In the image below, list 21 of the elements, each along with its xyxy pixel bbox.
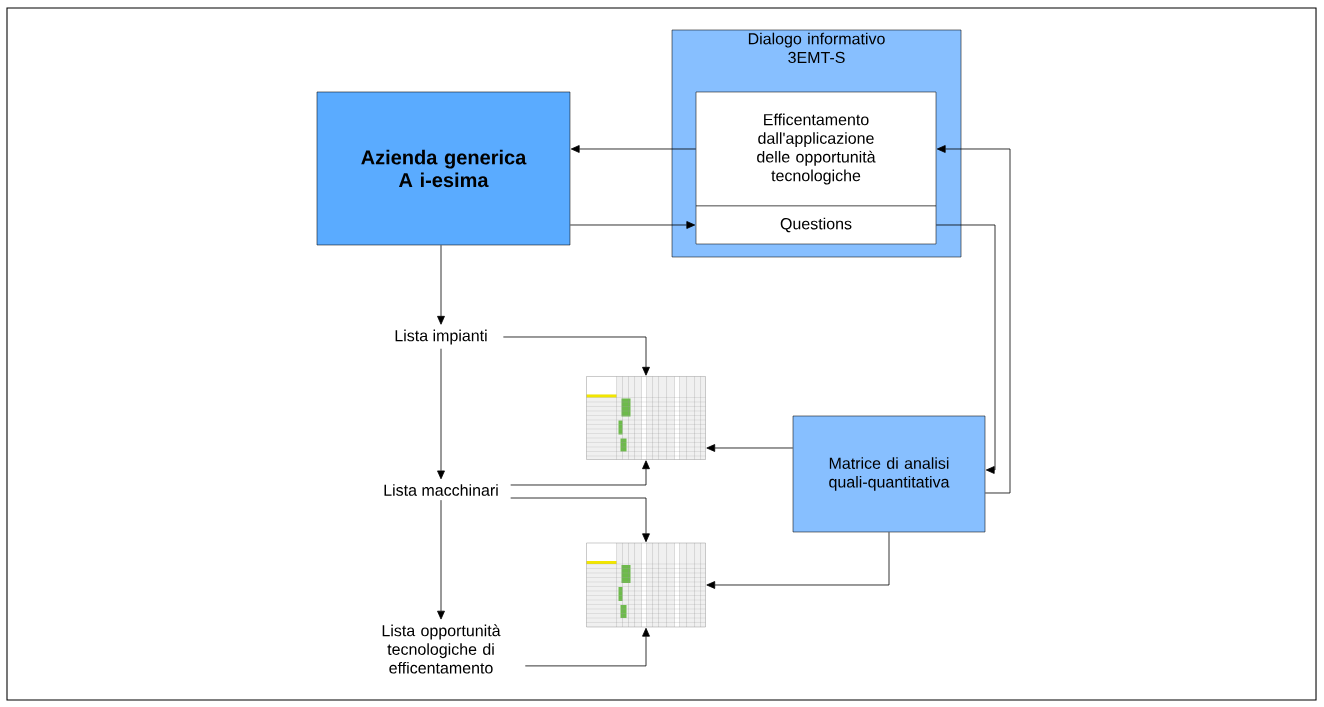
arrow [570, 145, 697, 153]
list-label: Lista macchinari [384, 484, 498, 496]
arrow [706, 444, 794, 452]
table-drawing [586, 542, 706, 628]
arrow [706, 531, 890, 589]
arrow [502, 336, 650, 376]
process-box: Questions [695, 205, 937, 245]
arrow [569, 221, 696, 229]
arrow [510, 460, 650, 486]
table-drawing [586, 376, 706, 460]
process-box: Azienda generica A i-esima [316, 91, 571, 246]
arrow [437, 348, 445, 480]
list-label: Lista opportunità tecnologiche di efficentamento [382, 624, 501, 674]
arrow [510, 497, 650, 543]
arrow [524, 627, 650, 667]
list-label: Lista impianti [395, 329, 487, 345]
process-box: Matrice di analisi quali-quantitativa [792, 415, 986, 533]
arrow [935, 224, 996, 474]
arrow [437, 499, 445, 620]
arrow [437, 244, 445, 325]
arrow [936, 145, 1011, 494]
